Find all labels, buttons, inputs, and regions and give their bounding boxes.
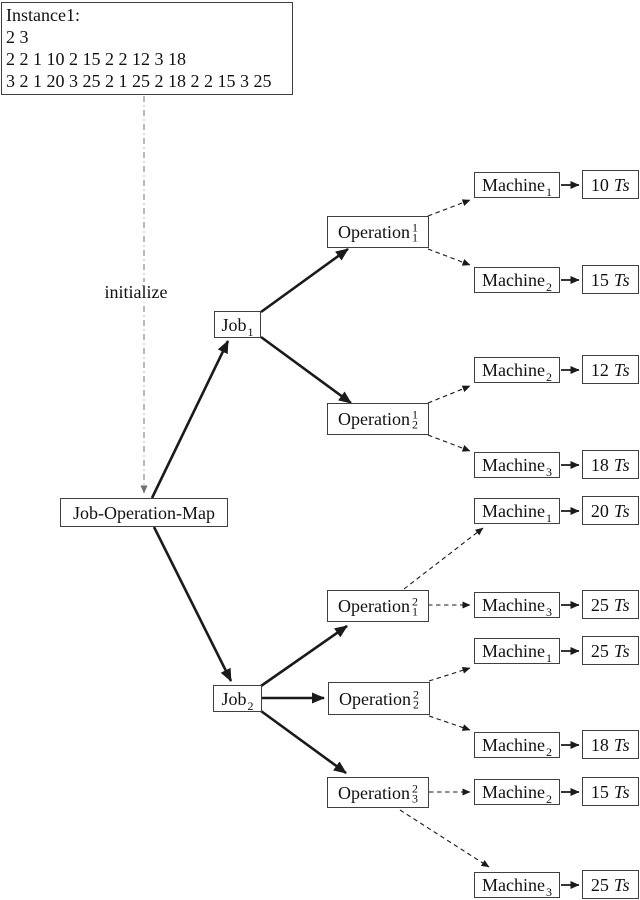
initialize-label: initialize — [95, 282, 177, 302]
instance-title: Instance1: — [6, 5, 80, 25]
instance-line: 2 3 — [6, 27, 29, 47]
edge-job1-op11 — [260, 247, 349, 314]
job-operation-map-label: Job-Operation-Map — [73, 502, 215, 523]
edge-map-job1 — [150, 340, 230, 499]
edge-op12-machine3 — [427, 434, 471, 452]
edge-op22-machine1 — [428, 666, 471, 682]
edge-op23-machine3 — [399, 809, 490, 868]
instance-line: 2 2 1 10 2 15 2 2 12 3 18 — [6, 49, 186, 69]
edge-op21-machine1 — [403, 527, 484, 590]
job-operation-map-node: Job-Operation-Map — [60, 498, 228, 527]
edge-job2-op23 — [260, 709, 347, 775]
edge-op11-machine2 — [427, 248, 471, 266]
edge-op11-machine1 — [427, 199, 471, 217]
edge-op22-machine2 — [428, 715, 471, 731]
edge-op12-machine2 — [427, 385, 471, 404]
instance-box: Instance1: 2 3 2 2 1 10 2 15 2 2 12 3 18… — [1, 2, 293, 95]
edge-job1-op12 — [260, 335, 352, 405]
edge-map-job2 — [152, 526, 233, 682]
instance-line: 3 2 1 20 3 25 2 1 25 2 18 2 2 15 3 25 — [6, 71, 272, 91]
edge-job2-op21 — [260, 624, 348, 688]
